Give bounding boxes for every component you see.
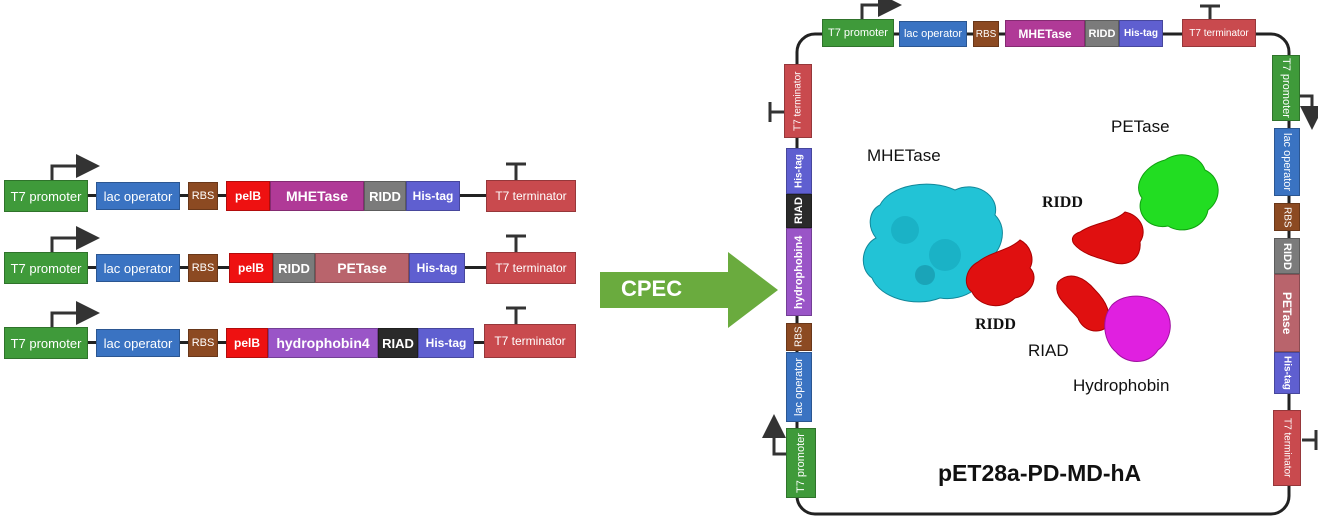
riad-tag: RIAD — [786, 194, 812, 228]
rbs: RBS — [1274, 203, 1300, 231]
ridd-tag: RIDD — [364, 181, 406, 211]
his-tag: His-tag — [1119, 20, 1163, 47]
promoter-arrow-icon — [50, 226, 100, 252]
promoter-arrow-icon — [50, 154, 100, 180]
ridd-tag: RIDD — [1274, 238, 1300, 274]
rbs: RBS — [188, 182, 218, 210]
t7-promoter: T7 promoter — [1272, 55, 1300, 121]
rbs: RBS — [188, 254, 218, 282]
promoter-arrow-icon — [762, 414, 788, 456]
cpec-label: CPEC — [621, 276, 683, 301]
riad-tag: RIAD — [378, 328, 418, 358]
t7-promoter: T7 promoter — [4, 327, 88, 359]
terminator-icon — [1200, 4, 1220, 19]
t7-promoter: T7 promoter — [786, 428, 816, 498]
hydrophobin4-gene: hydrophobin4 — [786, 228, 812, 316]
terminator-icon — [506, 162, 526, 180]
pelb: pelB — [226, 181, 270, 211]
t7-terminator: T7 terminator — [484, 324, 576, 358]
lac-operator: lac operator — [786, 352, 812, 422]
his-tag: His-tag — [418, 328, 474, 358]
pelb: pelB — [229, 253, 273, 283]
pelb: pelB — [226, 328, 268, 358]
mhetase-label: MHETase — [867, 146, 941, 165]
hydrophobin-structure — [1104, 295, 1171, 362]
terminator-icon — [768, 102, 784, 122]
hydrophobin4-gene: hydrophobin4 — [268, 328, 378, 358]
ridd-structure-a — [965, 239, 1035, 307]
rbs: RBS — [973, 21, 999, 47]
ridd-label-b: RIDD — [1042, 194, 1083, 211]
t7-terminator: T7 terminator — [1182, 19, 1256, 47]
his-tag: His-tag — [406, 181, 460, 211]
promoter-arrow-icon — [1300, 94, 1318, 130]
t7-terminator: T7 terminator — [784, 64, 812, 138]
ridd-tag: RIDD — [1085, 20, 1119, 47]
petase-gene: PETase — [315, 253, 409, 283]
riad-label: RIAD — [1028, 341, 1069, 360]
ridd-label-a: RIDD — [975, 316, 1016, 333]
ridd-tag: RIDD — [273, 253, 315, 283]
t7-promoter: T7 promoter — [4, 180, 88, 212]
petase-structure — [1138, 154, 1219, 231]
ridd-structure-b — [1071, 211, 1144, 265]
t7-terminator: T7 terminator — [486, 180, 576, 212]
lac-operator: lac operator — [899, 21, 967, 47]
t7-terminator: T7 terminator — [486, 252, 576, 284]
t7-promoter: T7 promoter — [4, 252, 88, 284]
plasmid-name: pET28a-PD-MD-hA — [938, 460, 1142, 486]
rbs: RBS — [786, 323, 812, 351]
t7-promoter: T7 promoter — [822, 19, 894, 47]
terminator-icon — [506, 306, 526, 324]
terminator-icon — [1302, 430, 1318, 450]
lac-operator: lac operator — [96, 182, 180, 210]
t7-terminator: T7 terminator — [1273, 410, 1301, 486]
cpec-arrow — [600, 252, 778, 328]
promoter-arrow-icon — [860, 0, 902, 19]
his-tag: His-tag — [409, 253, 465, 283]
lac-operator: lac operator — [1274, 128, 1300, 196]
mhetase-gene: MHETase — [1005, 20, 1085, 47]
petase-label: PETase — [1111, 117, 1170, 136]
hydrophobin-label: Hydrophobin — [1073, 376, 1170, 395]
promoter-arrow-icon — [50, 301, 100, 327]
his-tag: His-tag — [786, 148, 812, 194]
petase-gene: PETase — [1274, 274, 1300, 352]
terminator-icon — [506, 234, 526, 252]
mhetase-gene: MHETase — [270, 181, 364, 211]
lac-operator: lac operator — [96, 329, 180, 357]
his-tag: His-tag — [1274, 352, 1300, 394]
lac-operator: lac operator — [96, 254, 180, 282]
rbs: RBS — [188, 329, 218, 357]
riad-structure — [1056, 275, 1110, 332]
